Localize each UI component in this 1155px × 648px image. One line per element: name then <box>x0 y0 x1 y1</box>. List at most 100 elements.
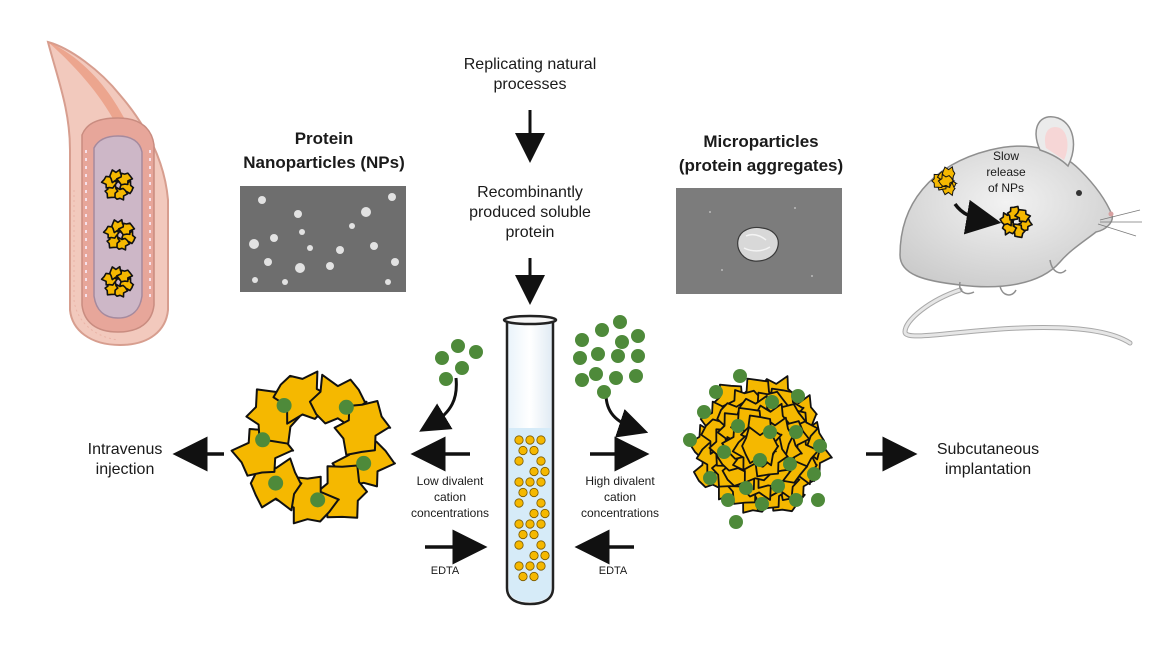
cation-dot-icon <box>753 453 767 467</box>
subcutaneous-line-2: implantation <box>944 461 1032 478</box>
cation-dot-icon <box>469 345 483 359</box>
soluble-protein-dot <box>536 561 546 571</box>
cation-dot-icon <box>595 323 609 337</box>
sem-particle <box>349 223 355 229</box>
edta-label-left: EDTA <box>430 565 460 577</box>
vessel-nanoparticle-rings <box>100 168 137 298</box>
cation-dot-icon <box>455 361 469 375</box>
cation-dot-icon <box>783 457 797 471</box>
sem-particle <box>388 193 396 201</box>
replicating-line-1: Replicating natural <box>463 56 597 73</box>
protein-subunit <box>333 400 392 456</box>
soluble-protein-dot <box>529 466 539 477</box>
slow-release-label: Slow release of NPs <box>966 148 1046 197</box>
mp-title-line-1: Microparticles <box>703 132 819 151</box>
high-cation-line-1: High divalent <box>585 474 655 488</box>
curved-arrow-high-cation <box>604 393 649 438</box>
soluble-protein-dots <box>514 435 550 582</box>
cation-dot-icon <box>697 405 711 419</box>
cation-dot-icon <box>813 439 827 453</box>
cation-dot-icon <box>573 351 587 365</box>
cation-dot-icon <box>611 349 625 363</box>
cation-dot-icon <box>789 425 803 439</box>
subcutaneous-line-1: Subcutaneous <box>936 441 1040 458</box>
test-tube-icon <box>502 314 558 606</box>
soluble-protein-dot <box>540 508 550 519</box>
sem-particle <box>336 246 344 254</box>
curved-arrow-low-cation <box>419 377 458 432</box>
intravenus-line-2: injection <box>95 461 155 478</box>
soluble-protein-dot <box>518 487 528 498</box>
low-cation-line-2: cation <box>433 490 467 505</box>
cation-dot-icon <box>765 395 779 409</box>
sem-particle <box>299 229 305 235</box>
sem-particle <box>326 262 334 270</box>
cation-dot-icon <box>439 372 453 386</box>
soluble-protein-dot <box>540 550 550 561</box>
high-cation-line-3: concentrations <box>580 506 660 521</box>
intravenus-line-1: Intravenus <box>87 441 163 458</box>
cation-dot-icon <box>451 339 465 353</box>
high-cation-label: High divalent cation concentrations <box>570 473 670 522</box>
slow-release-line-3: of NPs <box>987 181 1024 196</box>
nanoparticle-sem-dots <box>249 193 399 285</box>
low-cation-line-3: concentrations <box>410 506 490 521</box>
soluble-protein-dot <box>529 571 539 582</box>
recombinant-line-3: protein <box>505 224 555 241</box>
recombinant-line-1: Recombinantly <box>477 184 583 201</box>
cation-dot-icon <box>631 349 645 363</box>
sem-particle <box>307 245 313 251</box>
cation-dot-icon <box>609 371 623 385</box>
cation-dot-icon <box>755 497 769 511</box>
low-cation-cluster <box>435 339 483 386</box>
microparticles-title: Microparticles (protein aggregates) <box>656 130 866 178</box>
sem-particle <box>282 279 288 285</box>
sem-particle <box>391 258 399 266</box>
soluble-protein-dot <box>529 487 539 498</box>
soluble-protein-dot <box>514 498 524 508</box>
cation-dot-icon <box>709 385 723 399</box>
cation-dot-icon <box>356 455 372 471</box>
soluble-protein-dot <box>540 466 550 477</box>
subcutaneous-label: Subcutaneous implantation <box>918 440 1058 480</box>
cation-dot-icon <box>589 367 603 381</box>
slow-release-arrow <box>953 199 1002 235</box>
sem-particle <box>361 207 371 217</box>
recombinant-label: Recombinantly produced soluble protein <box>440 183 620 243</box>
soluble-protein-dot <box>536 540 546 550</box>
soluble-protein-dot <box>536 498 546 508</box>
cation-dot-icon <box>310 492 326 508</box>
cation-dot-icon <box>631 329 645 343</box>
recombinant-line-2: produced soluble <box>469 204 591 221</box>
mouse-released-nanoparticle <box>999 205 1033 239</box>
cation-dot-icon <box>811 493 825 507</box>
edta-label-right: EDTA <box>598 565 628 577</box>
protein-aggregate-icon <box>683 369 833 529</box>
nps-title-line-2: Nanoparticles (NPs) <box>243 152 405 172</box>
cation-dot-icon <box>615 335 629 349</box>
microparticle-sem-particle <box>709 207 813 277</box>
cation-dot-icon <box>739 481 753 495</box>
soluble-protein-dot <box>525 477 535 487</box>
cation-dot-icon <box>255 432 271 448</box>
soluble-protein-dot <box>525 519 535 529</box>
low-cation-label: Low divalent cation concentrations <box>400 473 500 522</box>
sem-particle <box>270 234 278 242</box>
low-cation-line-1: Low divalent <box>416 474 484 488</box>
mp-title-line-2: (protein aggregates) <box>678 155 844 175</box>
cation-dot-icon <box>731 419 745 433</box>
soluble-protein-dot <box>536 435 546 445</box>
soluble-protein-dot <box>529 445 539 456</box>
soluble-protein-dot <box>536 477 546 487</box>
soluble-protein-dot <box>514 456 524 466</box>
sem-particle <box>294 210 302 218</box>
replicating-label: Replicating natural processes <box>430 55 630 95</box>
sem-particle <box>249 239 259 249</box>
soluble-protein-dot <box>529 529 539 540</box>
nanoparticles-title: Protein Nanoparticles (NPs) <box>232 127 416 175</box>
nanoparticle-ring-icon <box>230 370 396 525</box>
cation-dot-icon <box>338 399 354 415</box>
soluble-protein-dot <box>529 550 539 561</box>
soluble-protein-dot <box>525 435 535 445</box>
